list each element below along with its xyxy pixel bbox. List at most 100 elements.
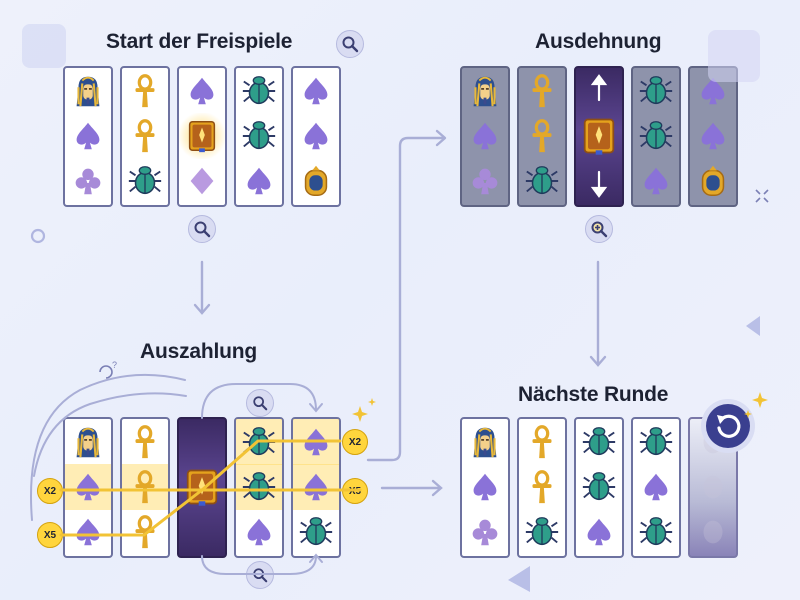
ankh-icon xyxy=(532,470,552,504)
title-next: Nächste Runde xyxy=(518,383,669,406)
ankh-icon xyxy=(135,74,155,108)
symbol-scarab xyxy=(633,419,679,465)
symbol-spade xyxy=(462,113,508,159)
symbol-diamond xyxy=(179,158,225,204)
reel-3 xyxy=(574,66,624,207)
spade-icon xyxy=(304,428,328,456)
symbol-scarab xyxy=(633,68,679,114)
reel-3 xyxy=(177,417,227,558)
refresh-icon xyxy=(701,399,755,453)
symbol-spade xyxy=(293,419,339,465)
scarab-icon xyxy=(582,472,616,501)
symbol-ankh xyxy=(519,419,565,465)
title-start: Start der Freispiele xyxy=(106,30,293,53)
symbol-ankh xyxy=(122,509,168,555)
reel-5 xyxy=(291,66,341,207)
symbol-scarab xyxy=(576,419,622,465)
reel-4 xyxy=(631,66,681,207)
symbol-pharaoh xyxy=(65,68,111,114)
ankh-icon xyxy=(135,425,155,459)
symbol-ankh xyxy=(122,113,168,159)
symbol-scarab xyxy=(576,464,622,510)
symbol-club xyxy=(65,158,111,204)
symbol-spade xyxy=(462,464,508,510)
symbol-pharaoh xyxy=(462,68,508,114)
magnifier-icon xyxy=(194,221,211,238)
magnifier-plus-icon xyxy=(591,221,608,238)
symbol-spade xyxy=(236,509,282,555)
symbol-spade xyxy=(65,113,111,159)
spade-icon xyxy=(247,518,271,546)
symbol-scarab xyxy=(236,113,282,159)
pharaoh-icon xyxy=(76,76,100,107)
magnifier-badge-start xyxy=(188,215,216,243)
expanded-book-symbol xyxy=(577,108,621,169)
club-icon xyxy=(75,168,101,195)
spade-icon xyxy=(701,77,725,105)
reel-1 xyxy=(460,417,510,558)
reel-5 xyxy=(291,417,341,558)
scarab-icon xyxy=(639,427,673,456)
symbol-scarab xyxy=(293,509,339,555)
refresh-badge xyxy=(700,398,756,454)
spade-icon xyxy=(76,473,100,501)
scarab-icon xyxy=(242,472,276,501)
reel-5 xyxy=(688,66,738,207)
symbol-spade xyxy=(293,464,339,510)
symbol-spade xyxy=(690,113,736,159)
reel-3 xyxy=(177,66,227,207)
spade-icon xyxy=(76,518,100,546)
spade-icon xyxy=(644,473,668,501)
symbol-amulet xyxy=(690,158,736,204)
reel-2 xyxy=(120,66,170,207)
scarab-icon xyxy=(639,76,673,105)
spade-icon xyxy=(473,122,497,150)
scarab-icon xyxy=(242,427,276,456)
reel-1 xyxy=(460,66,510,207)
blur-icon xyxy=(703,475,723,499)
symbol-ankh xyxy=(519,113,565,159)
scarab-icon xyxy=(242,121,276,150)
pharaoh-icon xyxy=(473,427,497,458)
amulet-icon xyxy=(701,165,725,197)
scarab-icon xyxy=(128,166,162,195)
symbol-ankh xyxy=(519,68,565,114)
reel-4 xyxy=(234,417,284,558)
title-payout: Auszahlung xyxy=(140,340,257,363)
symbol-spade xyxy=(576,509,622,555)
symbol-spade xyxy=(690,68,736,114)
title-expansion: Ausdehnung xyxy=(535,30,662,53)
expanded-book-symbol xyxy=(180,459,224,520)
symbol-scarab xyxy=(236,68,282,114)
scarab-icon xyxy=(299,517,333,546)
club-icon xyxy=(472,168,498,195)
amulet-icon xyxy=(304,165,328,197)
spade-icon xyxy=(76,122,100,150)
scarab-icon xyxy=(639,517,673,546)
scarab-icon xyxy=(525,517,559,546)
magnifier-badge-payout-top xyxy=(246,389,274,417)
book-icon xyxy=(188,120,216,153)
symbol-scarab xyxy=(633,113,679,159)
multiplier-badge-right-top: X2 xyxy=(342,429,368,455)
spade-icon xyxy=(304,473,328,501)
symbol-ankh xyxy=(122,464,168,510)
symbol-spade xyxy=(179,68,225,114)
multiplier-badge-right-middle: X5 xyxy=(342,478,368,504)
scarab-icon xyxy=(242,76,276,105)
symbol-scarab xyxy=(122,158,168,204)
pharaoh-icon xyxy=(473,76,497,107)
symbol-blur xyxy=(690,509,736,555)
scarab-icon xyxy=(639,121,673,150)
symbol-spade xyxy=(293,68,339,114)
reel-3 xyxy=(574,417,624,558)
symbol-scarab xyxy=(236,419,282,465)
ankh-icon xyxy=(532,119,552,153)
spade-icon xyxy=(304,77,328,105)
spade-icon xyxy=(190,77,214,105)
ankh-icon xyxy=(532,425,552,459)
spade-icon xyxy=(473,473,497,501)
multiplier-badge-left-bottom: X5 xyxy=(37,522,63,548)
symbol-ankh xyxy=(122,68,168,114)
